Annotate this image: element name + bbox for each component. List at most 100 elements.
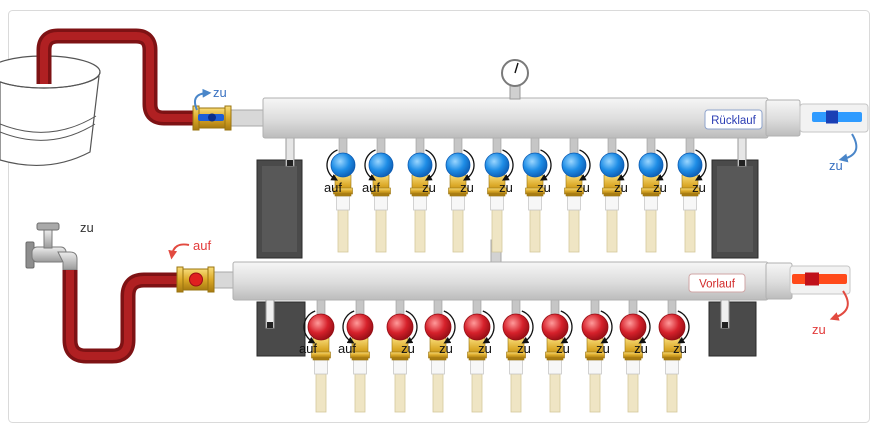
rotation-arrow-icon: [326, 149, 339, 181]
pipe-fitting: [548, 359, 562, 375]
pipe-fitting: [314, 359, 328, 375]
rotation-arrow-icon: [539, 149, 552, 181]
flow-manifold-label: Vorlauf: [699, 279, 736, 291]
rotation-arrow-icon: [578, 149, 591, 181]
valve-state-label: zu: [556, 341, 570, 356]
pipe-fitting: [353, 359, 367, 375]
rotation-arrow-icon: [616, 149, 629, 181]
hex-nut: [390, 351, 410, 359]
pipe-fitting: [509, 359, 523, 375]
flow-manifold-bar: [232, 261, 769, 301]
valve-state-label: zu: [401, 341, 415, 356]
rotation-arrow-icon: [521, 310, 534, 344]
hex-nut: [525, 187, 545, 195]
valve-state-label: zu: [478, 341, 492, 356]
air-vent-tip: [722, 322, 728, 328]
rotation-arrow-icon: [501, 149, 514, 181]
turn-arrow-icon: [829, 290, 849, 321]
return-circuit-valve-6: zu: [522, 137, 552, 253]
return-outlet-state-label: zu: [829, 158, 843, 173]
bucket-band: [0, 123, 96, 141]
red-valve-cap: [581, 313, 609, 341]
bucket-rim-front: [0, 71, 101, 89]
bracket-inner: [262, 166, 297, 252]
return-manifold-bar: [262, 97, 769, 139]
return-hose: [36, 28, 196, 126]
pipe-fitting: [665, 359, 679, 375]
red-valve-cap: [346, 313, 374, 341]
circuit-pipe: [432, 373, 444, 413]
flow-outlet-state-label: zu: [812, 322, 826, 337]
pipe-fitting: [451, 195, 465, 211]
circuit-pipe: [452, 209, 464, 253]
pipe-fitting: [588, 359, 602, 375]
blue-valve-cap: [330, 152, 356, 178]
bracket-inner: [717, 166, 753, 252]
valve-state-label: zu: [422, 180, 436, 195]
blue-valve-cap: [484, 152, 510, 178]
circuit-pipe: [394, 373, 406, 413]
pipe-fitting: [336, 195, 350, 211]
valve-state-label: zu: [517, 341, 531, 356]
red-valve-cap: [307, 313, 335, 341]
flow-inlet-ball-valve: [176, 266, 215, 293]
hose-core: [66, 270, 180, 360]
red-valve-cap: [541, 313, 569, 341]
return-label-box: [704, 109, 763, 130]
circuit-pipe: [337, 209, 349, 253]
hex-nut: [176, 266, 184, 293]
valve-state-label: auf: [299, 341, 317, 356]
flow-circuit-valve-4: zu: [424, 299, 456, 413]
valve-state-label: auf: [362, 180, 380, 195]
flow-circuit-valve-9: zu: [619, 299, 651, 413]
flow-hose: [62, 270, 180, 364]
return-manifold: Rücklauf: [229, 59, 869, 139]
rotation-arrow-icon: [443, 310, 456, 344]
red-valve-cap: [502, 313, 530, 341]
turn-arrow-icon: [168, 243, 190, 260]
return-end-fitting: [765, 99, 801, 137]
pipe-fitting: [413, 195, 427, 211]
rotation-arrow-icon: [462, 149, 475, 181]
turn-arrow-icon: [194, 88, 212, 111]
return-inlet-pipe: [229, 109, 267, 127]
circuit-pipe: [375, 209, 387, 253]
valve-state-label: auf: [338, 341, 356, 356]
valve-lever-pivot: [208, 113, 216, 122]
flow-manifold: Vorlauf: [211, 261, 851, 301]
return-circuit-valve-1: auf: [324, 137, 356, 253]
circuit-pipe: [684, 209, 696, 253]
return-circuit-valve-5: zu: [484, 137, 514, 253]
red-valve-cap: [424, 313, 452, 341]
return-inlet-ball-valve: [192, 105, 232, 131]
hex-nut: [585, 351, 605, 359]
rotation-arrow-icon: [424, 149, 437, 181]
rotation-arrow-icon: [638, 310, 651, 344]
valve-state-label: zu: [537, 180, 551, 195]
air-vents: [265, 135, 747, 329]
rotation-arrow-icon: [482, 310, 495, 344]
pipe-fitting: [605, 195, 619, 211]
hex-nut: [506, 351, 526, 359]
return-manifold-label: Rücklauf: [711, 115, 757, 127]
return-outlet-valve-core: [826, 110, 838, 124]
hex-nut: [410, 187, 430, 195]
pressure-gauge-icon: [501, 59, 529, 100]
air-vent-tip: [739, 160, 745, 166]
hex-nut: [545, 351, 565, 359]
return-circuit-valve-4: zu: [445, 137, 475, 253]
return-circuit-valve-3: zu: [407, 137, 437, 253]
red-valve-handle: [189, 272, 203, 287]
valve-state-label: zu: [653, 180, 667, 195]
hose-core: [40, 32, 196, 122]
flow-circuit-valve-1: auf: [299, 299, 335, 413]
circuit-pipe: [354, 373, 366, 413]
figure-frame: [8, 10, 870, 423]
flow-inlet-state-label: auf: [193, 238, 211, 253]
rotation-arrow-icon: [600, 310, 613, 344]
hex-nut: [487, 187, 507, 195]
pipe-fitting: [490, 195, 504, 211]
hex-nut: [623, 351, 643, 359]
flow-circuit-valve-6: zu: [502, 299, 534, 413]
